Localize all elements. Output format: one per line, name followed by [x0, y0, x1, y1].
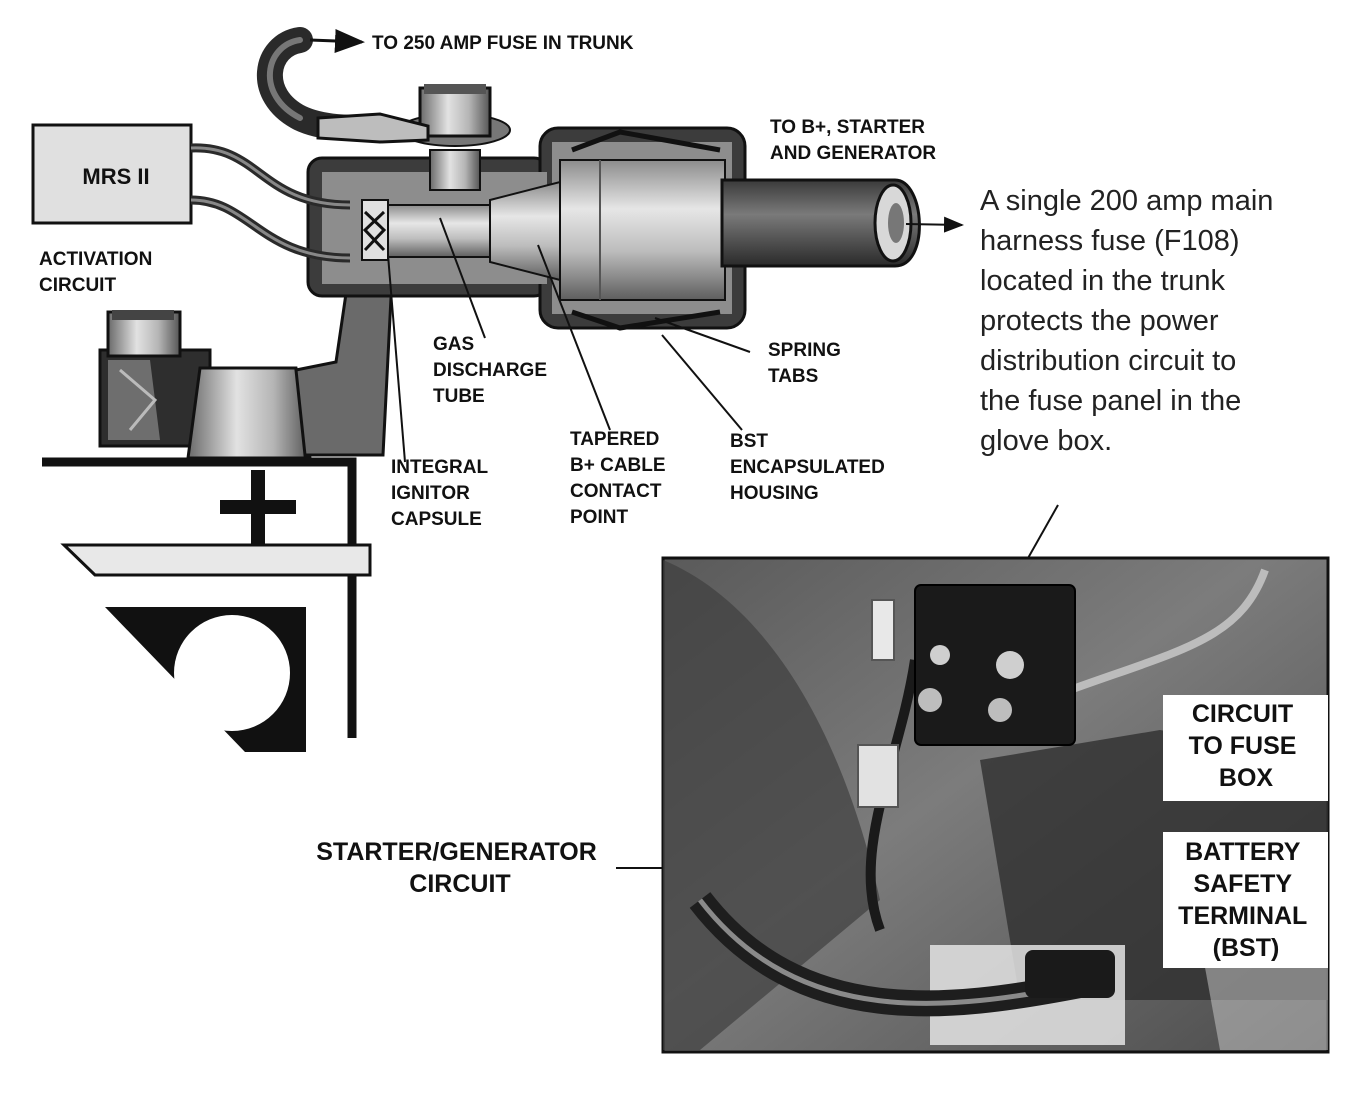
integral-ignitor-capsule	[361, 199, 389, 261]
top-stud	[399, 84, 511, 191]
mrs-box: MRS II	[31, 123, 193, 225]
label-activation-circuit: ACTIVATION CIRCUIT	[39, 249, 158, 296]
label-starter-generator: STARTER/GENERATOR CIRCUIT	[316, 838, 604, 898]
label-circuit-to-fuse-box: CIRCUIT TO FUSE BOX	[1189, 700, 1304, 792]
label-gas-discharge-tube: GAS DISCHARGE TUBE	[433, 334, 552, 407]
circuit-fuse-plate	[1163, 695, 1328, 801]
bst-photo	[661, 556, 1330, 1054]
label-spring-tabs: SPRING TABS	[768, 340, 846, 387]
mrs-label: MRS II	[82, 164, 149, 189]
spring-tabs	[571, 129, 721, 331]
battery-safety-plate	[1163, 832, 1328, 968]
label-tapered-contact: TAPERED B+ CABLE CONTACT POINT	[570, 429, 671, 528]
battery	[42, 457, 372, 752]
tapered-contact	[559, 159, 726, 301]
label-battery-safety-terminal: BATTERY SAFETY TERMINAL (BST)	[1178, 838, 1314, 962]
b-plus-cable	[720, 178, 964, 268]
activation-wires	[190, 143, 351, 263]
label-to-fuse-trunk: TO 250 AMP FUSE IN TRUNK	[372, 33, 634, 54]
trunk-fuse-cable	[257, 27, 430, 144]
label-integral-ignitor: INTEGRAL IGNITOR CAPSULE	[391, 457, 493, 530]
battery-post	[98, 310, 312, 460]
label-to-b-plus: TO B+, STARTER AND GENERATOR	[770, 117, 936, 164]
description-text: A single 200 amp main harness fuse (F108…	[980, 185, 1281, 457]
label-bst-housing: BST ENCAPSULATED HOUSING	[730, 431, 890, 504]
bst-arm	[294, 276, 394, 457]
